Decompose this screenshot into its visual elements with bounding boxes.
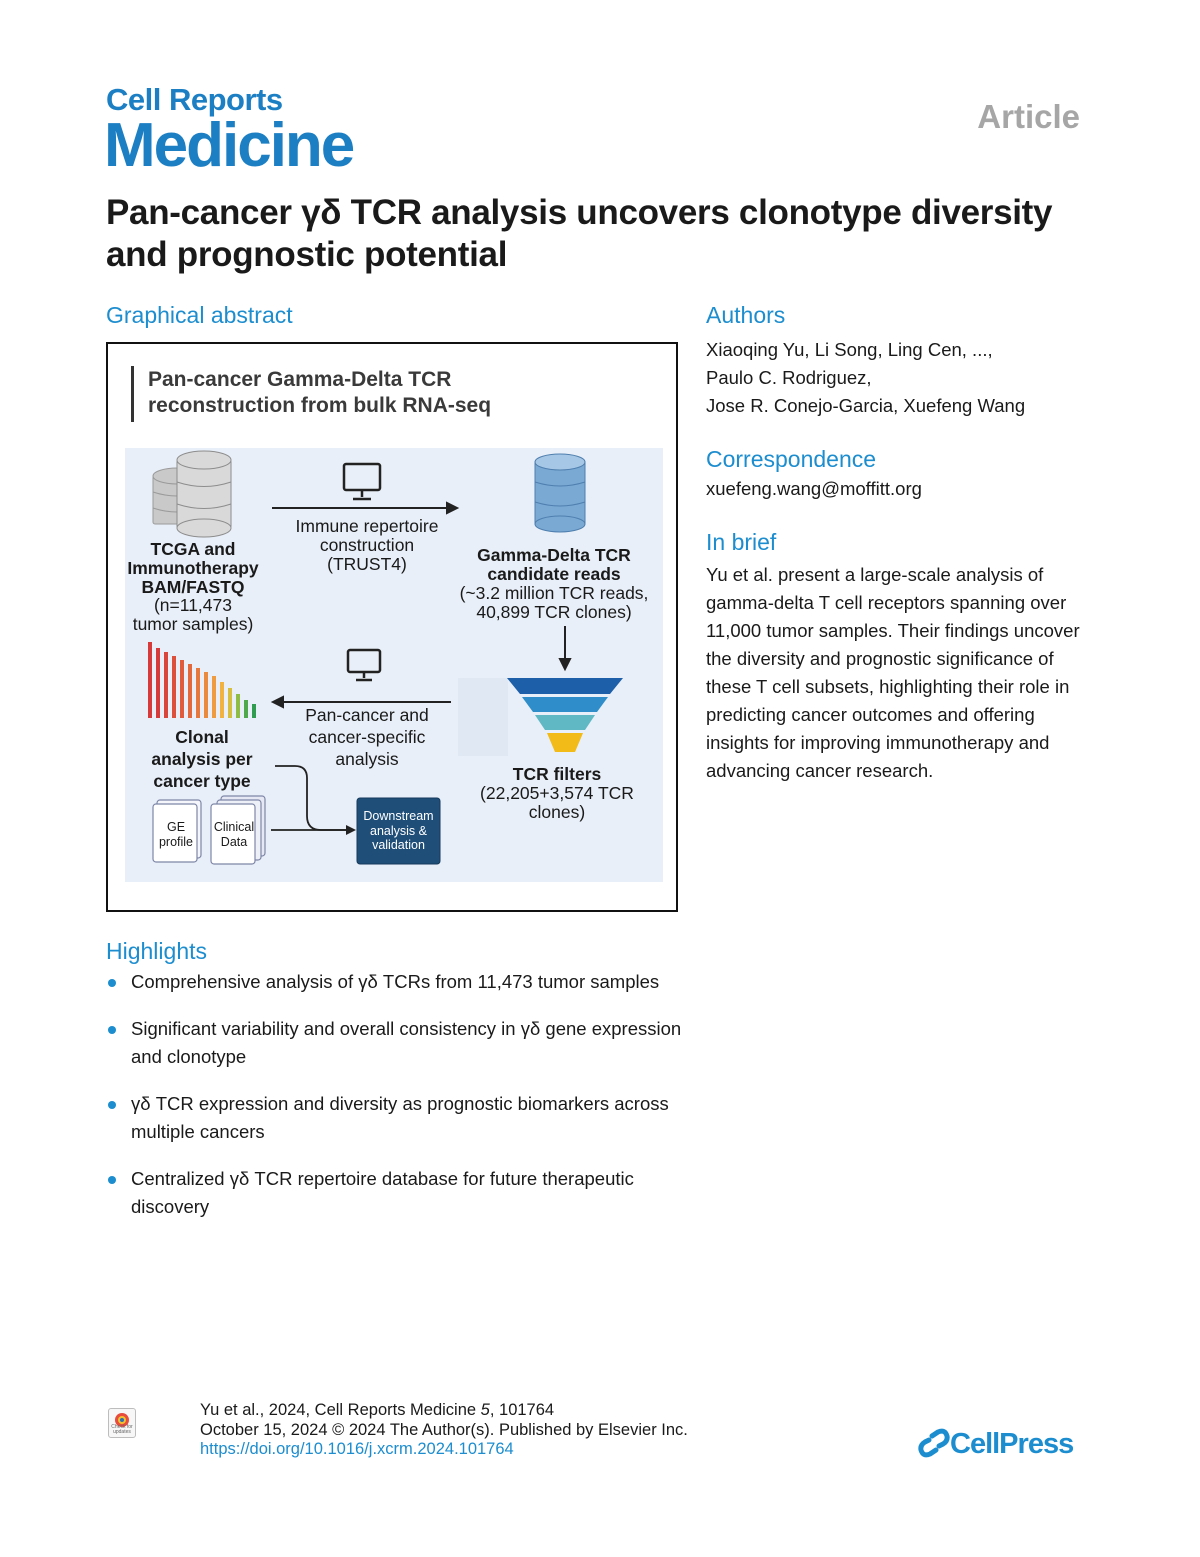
doi-link[interactable]: https://doi.org/10.1016/j.xcrm.2024.1017… (200, 1440, 514, 1458)
journal-name-line1: Cell Reports (106, 82, 283, 117)
candidate-reads-label: Gamma-Delta TCR candidate reads (477, 545, 631, 584)
graphical-abstract-frame (106, 342, 678, 912)
in-brief-text: Yu et al. present a large-scale analysis… (706, 564, 1080, 781)
authors-heading: Authors (706, 302, 786, 328)
candidate-database-icon (534, 453, 586, 533)
bullet-icon (108, 1176, 116, 1184)
immune-repertoire-label: Immune repertoire construction (TRUST4) (295, 516, 439, 574)
article-type-label: Article (977, 98, 1080, 135)
bullet-icon (108, 1101, 116, 1109)
computer-icon-top (342, 462, 382, 501)
check-for-updates-badge[interactable]: Check for updates (108, 1408, 136, 1438)
clinical-data-doc-icon (210, 795, 266, 865)
ge-profile-doc-icon (152, 799, 202, 863)
clonal-bar-chart-icon (148, 642, 256, 718)
arrow-to-clonal (270, 695, 451, 709)
citation-line: Yu et al., 2024, Cell Reports Medicine 5… (200, 1401, 555, 1419)
connector-clonal-to-downstream (275, 765, 349, 831)
clinical-data-label: Clinical Data (213, 820, 255, 849)
bullet-icon (108, 1026, 116, 1034)
highlights-list: Comprehensive analysis of γδ TCRs from 1… (106, 968, 706, 1240)
bullet-icon (108, 979, 116, 987)
ge-profile-label: GE profile (158, 820, 194, 849)
citation-block: Yu et al., 2024, Cell Reports Medicine 5… (200, 1401, 688, 1460)
correspondence-email[interactable]: xuefeng.wang@moffitt.org (706, 478, 922, 499)
cellpress-logo: CellPress (918, 1426, 1074, 1462)
tcr-filter-funnel-icon (458, 678, 623, 756)
highlights-heading: Highlights (106, 938, 207, 964)
highlight-item: Comprehensive analysis of γδ TCRs from 1… (106, 968, 706, 996)
date-copyright-line: October 15, 2024 © 2024 The Author(s). P… (200, 1420, 688, 1439)
highlight-item: γδ TCR expression and diversity as progn… (106, 1090, 706, 1146)
downstream-label: Downstream analysis & validation (363, 809, 434, 852)
candidate-reads-count: (~3.2 million TCR reads, 40,899 TCR clon… (459, 583, 649, 622)
tcr-filters-label: TCR filters (22,205+3,574 TCR clones) (480, 764, 634, 822)
highlight-item: Centralized γδ TCR repertoire database f… (106, 1165, 706, 1221)
journal-name-line2: Medicine (104, 111, 355, 180)
tcga-label: TCGA and Immunotherapy BAM/FASTQ (127, 539, 259, 597)
ga-title-bar (131, 366, 134, 422)
computer-icon-middle (346, 648, 382, 682)
arrow-down-to-filters (558, 626, 572, 672)
downstream-box (356, 797, 441, 865)
arrow-to-candidate (272, 501, 460, 515)
authors-list: Xiaoqing Yu, Li Song, Ling Cen, ..., Pau… (706, 339, 1026, 416)
highlight-item: Significant variability and overall cons… (106, 1015, 706, 1071)
ga-title: Pan-cancer Gamma-Delta TCR reconstructio… (148, 368, 492, 417)
graphical-abstract-heading: Graphical abstract (106, 302, 293, 328)
tcga-database-icon (152, 450, 232, 538)
ga-diagram-graphics (148, 450, 623, 865)
pancancer-analysis-label: Pan-cancer and cancer-specific analysis (305, 705, 429, 769)
article-title: Pan-cancer γδ TCR analysis uncovers clon… (106, 193, 1053, 274)
check-for-updates-icon (115, 1413, 129, 1427)
in-brief-heading: In brief (706, 529, 777, 555)
cellpress-link-icon (918, 1428, 950, 1458)
clonal-analysis-label: Clonal analysis per cancer type (151, 727, 253, 791)
correspondence-heading: Correspondence (706, 446, 877, 472)
tcga-sample-count: (n=11,473 tumor samples) (132, 595, 254, 634)
